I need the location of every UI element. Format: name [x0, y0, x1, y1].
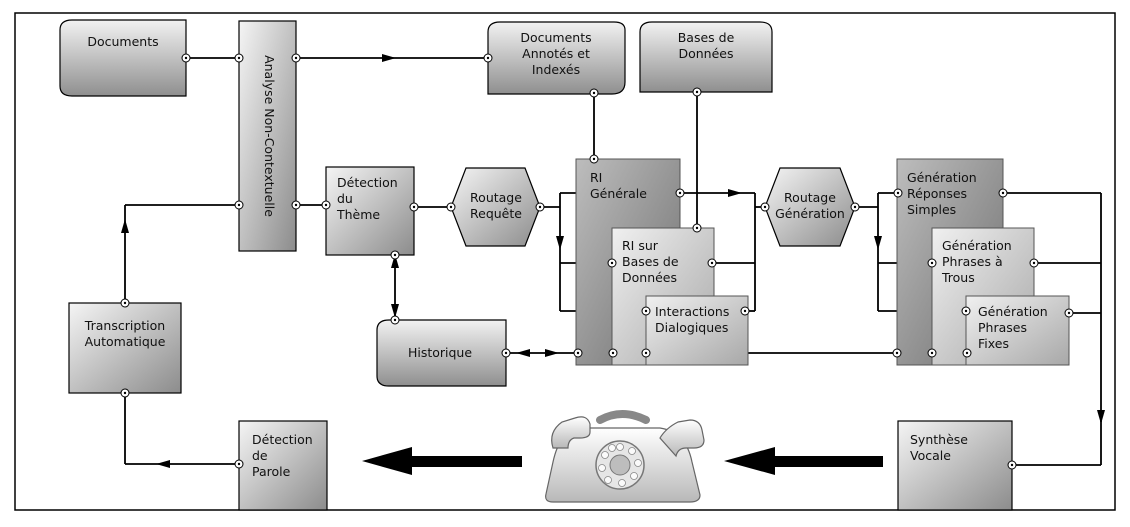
label-gen-simples-1: Génération [907, 170, 977, 185]
label-bases-2: Données [678, 46, 733, 61]
label-parole-3: Parole [252, 464, 291, 479]
node-docs-annotes: Documents Annotés et Indexés [487, 21, 626, 95]
label-parole-1: Détection [252, 432, 313, 447]
label-theme-2: du [337, 191, 353, 206]
label-gen-trous-1: Génération [942, 238, 1012, 253]
label-historique: Historique [408, 345, 472, 360]
label-interactions-1: Interactions [655, 304, 729, 319]
label-ri-bases-3: Données [622, 270, 677, 285]
label-gen-fixes-1: Génération [978, 304, 1048, 319]
node-transcription: Transcription Automatique [68, 302, 182, 394]
label-routage-requete-2: Requête [470, 206, 522, 221]
label-routage-generation-2: Génération [775, 206, 845, 221]
arrowheads [121, 54, 1105, 468]
label-documents: Documents [87, 34, 158, 49]
node-detection-parole: Détection de Parole [238, 420, 328, 511]
telephone-icon [545, 410, 705, 503]
label-transcription-1: Transcription [84, 318, 165, 333]
label-ri-generale-1: RI [590, 170, 602, 185]
label-docs-annotes-1: Documents [520, 30, 591, 45]
node-routage-requete: Routage Requête [450, 167, 541, 247]
label-docs-annotes-3: Indexés [532, 62, 580, 77]
label-parole-2: de [252, 448, 268, 463]
node-historique: Historique [376, 319, 507, 387]
label-gen-simples-3: Simples [907, 202, 956, 217]
ports [120, 53, 1074, 470]
label-ri-bases-2: Bases de [622, 254, 679, 269]
label-gen-trous-3: Trous [941, 270, 975, 285]
label-gen-simples-2: Réponses [907, 186, 967, 201]
outer-border [14, 12, 1116, 511]
node-synthese: Synthèse Vocale [897, 420, 1013, 511]
label-bases-1: Bases de [678, 30, 735, 45]
label-routage-generation-1: Routage [784, 190, 836, 205]
node-interactions: Interactions Dialogiques [645, 295, 749, 366]
label-ri-bases-1: RI sur [622, 238, 659, 253]
label-gen-fixes-2: Phrases [978, 320, 1027, 335]
label-gen-fixes-3: Fixes [978, 336, 1009, 351]
label-ri-generale-2: Générale [590, 186, 647, 201]
label-theme-1: Détection [337, 175, 398, 190]
label-docs-annotes-2: Annotés et [522, 46, 590, 61]
label-theme-3: Thème [336, 207, 380, 222]
label-synthese-2: Vocale [910, 448, 951, 463]
label-transcription-2: Automatique [85, 334, 166, 349]
node-analyse: Analyse Non-Contextuelle [238, 20, 297, 252]
label-analyse: Analyse Non-Contextuelle [262, 55, 277, 217]
node-documents: Documents [59, 19, 187, 97]
node-bases: Bases de Données [639, 21, 773, 93]
label-interactions-2: Dialogiques [655, 320, 728, 335]
label-gen-trous-2: Phrases à [942, 254, 1003, 269]
label-synthese-1: Synthèse [910, 432, 968, 447]
bold-arrows [362, 447, 883, 475]
node-detection-theme: Détection du Thème [325, 166, 415, 256]
node-routage-generation: Routage Génération [764, 167, 856, 247]
label-routage-requete-1: Routage [470, 190, 522, 205]
node-gen-fixes: Génération Phrases Fixes [965, 295, 1070, 366]
